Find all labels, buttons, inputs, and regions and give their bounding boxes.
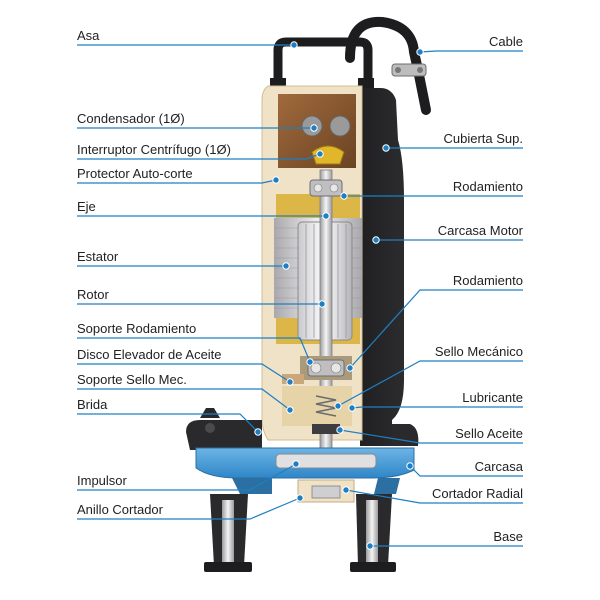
label-sello-aceite: Sello Aceite [455,426,523,441]
label-carcasa: Carcasa [474,459,523,474]
leader-sello-aceite [339,429,523,444]
leader-rodamiento-inferior [349,289,523,369]
label-rodamiento-inferior: Rodamiento [452,273,523,288]
leader-dot-asa [290,41,298,49]
leader-dot-carcasa [406,462,414,470]
leader-dot-interruptor [316,150,324,158]
leader-soporte-sello [77,388,291,411]
leader-anillo-cortador [77,497,301,520]
leader-dot-soporte-rodamiento [306,358,314,366]
leader-dot-cortador-radial [342,486,350,494]
label-eje: Eje [77,199,96,214]
leader-dot-lubricante [348,404,356,412]
label-soporte-sello: Soporte Sello Mec. [77,372,187,387]
label-interruptor: Interruptor Centrífugo (1Ø) [77,142,231,157]
leader-dot-protector [272,176,280,184]
leader-dot-estator [282,262,290,270]
leader-dot-cable [416,48,424,56]
leader-dot-rotor [318,300,326,308]
label-asa: Asa [77,28,100,43]
label-protector: Protector Auto-corte [77,166,193,181]
label-cubierta-sup: Cubierta Sup. [443,131,524,146]
label-disco-elevador: Disco Elevador de Aceite [77,347,222,362]
leader-dot-condensador [310,124,318,132]
cable [345,16,431,115]
leader-impulsor [77,463,297,491]
label-condensador: Condensador (1Ø) [77,111,185,126]
label-brida: Brida [77,397,108,412]
label-rodamiento-superior: Rodamiento [452,179,523,194]
label-estator: Estator [77,249,119,264]
leader-dot-rodamiento-superior [340,192,348,200]
leader-cortador-radial [345,489,523,504]
leader-disco-elevador [77,363,291,383]
leader-dot-anillo-cortador [296,494,304,502]
label-rotor: Rotor [77,287,109,302]
leader-sello-mecanico [337,360,523,407]
leader-dot-disco-elevador [286,378,294,386]
label-carcasa-motor: Carcasa Motor [437,223,523,238]
leader-dot-carcasa-motor [372,236,380,244]
handle [270,37,374,90]
label-base: Base [493,529,523,544]
leader-dot-soporte-sello [286,406,294,414]
leader-lines [77,41,523,550]
leader-dot-brida [254,428,262,436]
volute-casing [195,447,415,494]
label-lubricante: Lubricante [462,390,523,405]
leader-dot-sello-mecanico [334,402,342,410]
leader-dot-cubierta-sup [382,144,390,152]
leader-dot-base [366,542,374,550]
leader-interruptor [77,153,321,160]
label-sello-mecanico: Sello Mecánico [434,344,523,359]
leader-cable [419,50,523,53]
leader-soporte-rodamiento [77,337,311,363]
leader-protector [77,179,277,184]
leader-brida [77,413,259,433]
flange [186,408,419,450]
leader-dot-impulsor [292,460,300,468]
label-anillo-cortador: Anillo Cortador [77,502,163,517]
leader-carcasa [409,465,523,477]
cutaway-casing [261,85,363,471]
leader-dot-rodamiento-inferior [346,364,354,372]
label-soporte-rodamiento: Soporte Rodamiento [77,321,197,336]
leader-dot-eje [322,212,330,220]
label-cortador-radial: Cortador Radial [431,486,523,501]
label-impulsor: Impulsor [77,473,127,488]
leader-dot-sello-aceite [336,426,344,434]
label-cable: Cable [489,34,523,49]
